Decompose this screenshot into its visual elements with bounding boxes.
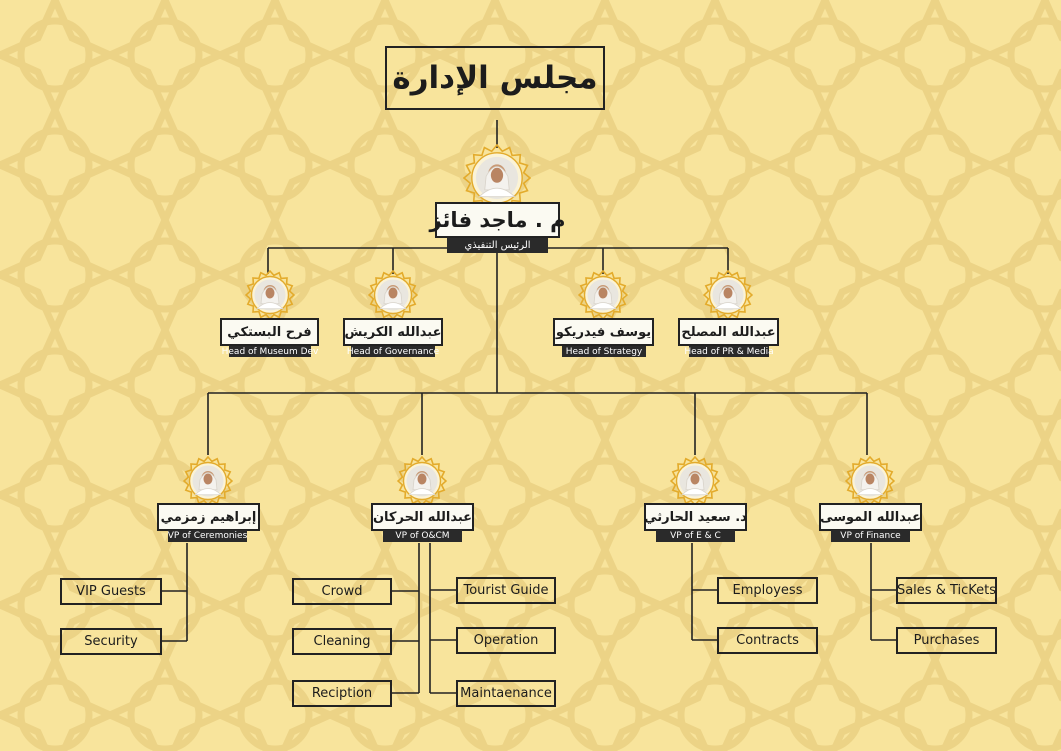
person-photo-icon	[368, 270, 418, 320]
ceo-name: م . ماجد فائز	[429, 202, 566, 238]
unit-box: Employess	[717, 577, 818, 604]
person-photo-icon	[670, 456, 720, 506]
head-role: Head of PR & Media	[684, 346, 774, 357]
unit-box: Operation	[456, 627, 556, 654]
unit-box: Crowd	[292, 578, 392, 605]
person-photo-icon	[397, 456, 447, 506]
person-photo-icon	[578, 270, 628, 320]
vp-role: VP of Ceremonies	[167, 530, 248, 542]
vp-role: VP of Finance	[831, 530, 910, 542]
unit-box: Security	[60, 628, 162, 655]
unit-box: Purchases	[896, 627, 997, 654]
head-role: Head of Strategy	[562, 346, 646, 357]
unit-box: Cleaning	[292, 628, 392, 655]
head-name: يوسف فيدريكو	[553, 318, 654, 346]
unit-box: Sales & TicKets	[896, 577, 997, 604]
unit-box: Maintaenance	[456, 680, 556, 707]
vp-role: VP of E & C	[656, 530, 735, 542]
vp-name: إبراهيم زمزمي	[157, 503, 260, 531]
person-photo-icon	[183, 456, 233, 506]
unit-box: Reciption	[292, 680, 392, 707]
vp-name: عبدالله الموسى	[819, 503, 922, 531]
ceo-role: الرئيس التنفيذي	[447, 238, 548, 253]
head-role: Head of Museum Dev	[221, 346, 319, 357]
person-photo-icon	[845, 456, 895, 506]
unit-box: Contracts	[717, 627, 818, 654]
vp-name: د. سعيد الحارثي	[644, 503, 747, 531]
unit-box: Tourist Guide	[456, 577, 556, 604]
person-photo-icon	[245, 270, 295, 320]
person-photo-icon	[703, 270, 753, 320]
head-name: فرح البستكي	[220, 318, 319, 346]
head-name: عبدالله الكريش	[343, 318, 443, 346]
board-title: مجلس الإدارة	[385, 46, 605, 110]
unit-box: VIP Guests	[60, 578, 162, 605]
head-name: عبدالله المصلح	[678, 318, 779, 346]
head-role: Head of Governance	[346, 346, 440, 357]
vp-name: عبدالله الحركان	[371, 503, 474, 531]
vp-role: VP of O&CM	[383, 530, 462, 542]
person-photo-icon	[463, 144, 531, 212]
